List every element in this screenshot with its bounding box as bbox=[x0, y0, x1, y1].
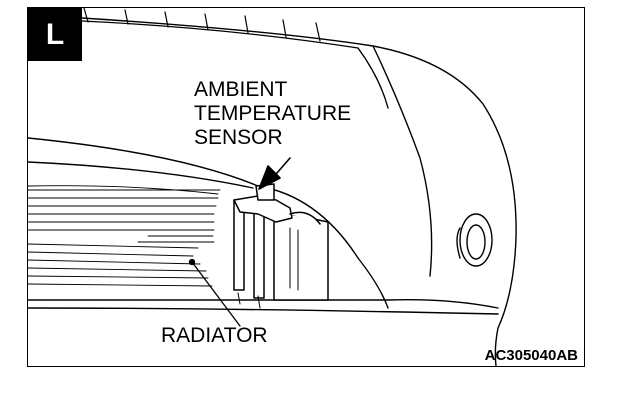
bumper-illustration bbox=[28, 8, 517, 366]
sensor-label-line: TEMPERATURE bbox=[194, 102, 352, 125]
sensor-bracket bbox=[233, 183, 329, 301]
ambient-temperature-sensor-label: AMBIENT TEMPERATURE SENSOR bbox=[194, 78, 351, 150]
diagram-frame: L AMBIENT TEMPERATURE SENSOR RADIATOR AC… bbox=[27, 7, 585, 367]
section-badge: L bbox=[28, 8, 82, 61]
radiator-leader bbox=[188, 258, 241, 327]
sensor-label-line: AMBIENT bbox=[194, 78, 288, 101]
bracket-detail bbox=[237, 227, 299, 309]
radiator-label: RADIATOR bbox=[161, 324, 268, 347]
bumper-outline bbox=[28, 17, 517, 366]
grille-hatching bbox=[28, 185, 221, 287]
hood-edge-ticks bbox=[81, 8, 359, 49]
sensor-label-line: SENSOR bbox=[194, 126, 283, 149]
sensor-arrow bbox=[258, 157, 291, 190]
fog-lamp bbox=[456, 213, 493, 267]
figure-id: AC305040AB bbox=[484, 347, 578, 364]
